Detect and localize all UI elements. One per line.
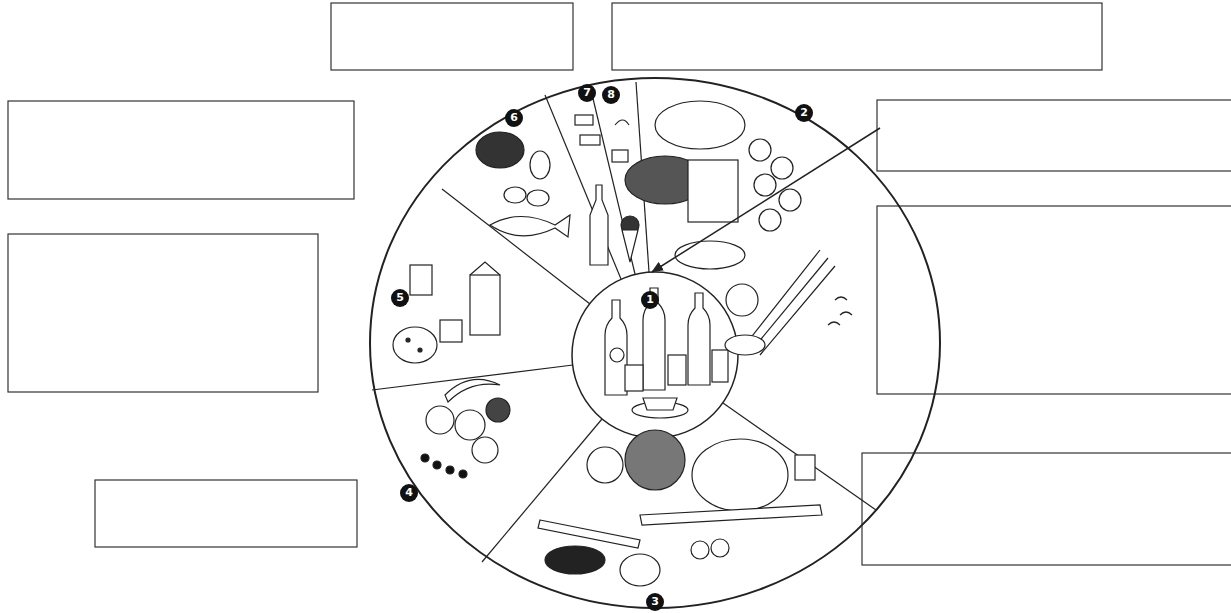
chocolate [612,150,628,162]
meat-drawing [476,132,570,237]
wheel-outline [370,78,940,608]
cheese-hole [418,348,422,352]
answer-box [862,453,1231,565]
ice-cream-cone [622,230,638,262]
callout-number: 7 [578,84,596,102]
fruit-drawing [421,379,510,478]
butter [575,115,593,125]
cherry [421,454,429,462]
cup [643,398,677,410]
tomato [587,447,623,483]
apple [426,406,454,434]
sector-divider [442,189,590,304]
answer-box [8,101,354,199]
pear [472,437,498,463]
callout-number: 2 [795,104,813,122]
fish [490,215,570,237]
cherry [433,461,441,469]
callout-number: 1 [641,291,659,309]
callout-number: 6 [505,109,523,127]
cherry [446,466,454,474]
roll [771,157,793,179]
loaf [655,101,745,149]
sector-divider [545,95,621,279]
answer-box [95,480,357,547]
cheese [393,327,437,363]
leader-arrow [652,128,880,272]
glass [668,355,686,385]
roll [754,174,776,196]
roll [759,209,781,231]
berries [486,398,510,422]
orange [455,410,485,440]
cherry [459,470,467,478]
dairy-drawing [393,262,500,363]
callout-number: 8 [602,86,620,104]
pumpkin [692,439,788,511]
onion [711,539,729,557]
answer-box [877,206,1231,394]
sector-divider [482,419,602,562]
vegetables-drawing [538,430,822,586]
cereal-box [688,160,738,222]
oil-bottle [590,185,608,265]
roll [779,189,801,211]
glass [625,365,643,391]
pretzel [726,284,758,316]
candy [615,120,629,125]
butter [580,135,600,145]
sweets-drawing [612,120,639,262]
carton-top [470,262,500,275]
can [795,455,815,480]
ham [476,132,524,168]
roll [749,139,771,161]
inner-circle [572,272,738,438]
bowl [675,241,745,269]
cheese-hole [406,338,410,342]
egg [504,187,526,203]
pepper [620,554,660,586]
glass [712,350,728,382]
egg [527,190,549,206]
sector-dividers [372,82,876,562]
bottle [605,300,627,395]
milk-carton [470,275,500,335]
fats-drawing [575,115,608,265]
callout-number: 5 [391,289,409,307]
answer-box [612,3,1102,70]
drinks-drawing [605,288,728,418]
banana [445,379,500,402]
yogurt [440,320,462,342]
bottle [688,293,710,385]
cabbage [625,430,685,490]
answer-box [877,100,1231,171]
cup [410,265,432,295]
answer-box [331,3,573,70]
carrot [538,520,640,548]
callout-number: 3 [646,593,664,611]
answer-box [8,234,318,392]
bottle-label [610,348,624,362]
eggplant [545,546,605,574]
sausage [530,151,550,179]
callout-number: 4 [400,484,418,502]
answer-boxes [8,3,1231,565]
pasta-shells [828,297,852,325]
leek [640,505,822,525]
potato [725,335,765,355]
bread-drawing [625,101,852,355]
onion [691,541,709,559]
